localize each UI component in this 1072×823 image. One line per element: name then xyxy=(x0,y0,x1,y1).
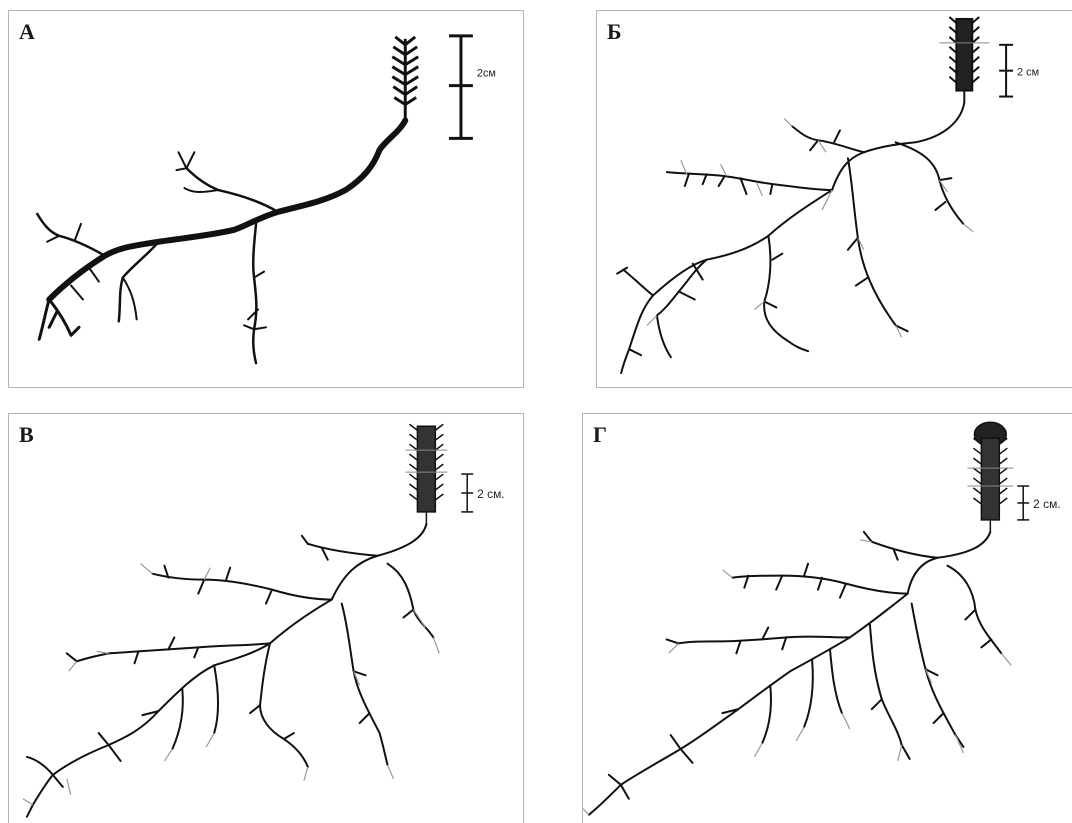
panel-a-label: А xyxy=(19,19,35,45)
panel-c-scale-bar xyxy=(461,474,473,512)
panel-b-scale-label: 2 см xyxy=(1017,67,1039,79)
panel-a-scale-label: 2см xyxy=(477,68,496,80)
panel-c-root-drawing: 2 см. xyxy=(9,414,523,823)
panel-c-fine-roots xyxy=(23,564,439,805)
panel-b-fine-roots xyxy=(647,118,973,337)
panel-a-root-drawing: 2см xyxy=(9,11,523,387)
panel-a-roots xyxy=(37,120,405,363)
panel-b-label: Б xyxy=(607,19,622,45)
panel-d-scale-label: 2 см. xyxy=(1033,497,1060,511)
panel-c-label: В xyxy=(19,422,34,448)
panel-d: Г 2 см. xyxy=(582,413,1072,823)
panel-d-scale-bar xyxy=(1017,486,1029,520)
panel-a: А 2см xyxy=(8,10,524,388)
panel-b-scale-bar xyxy=(999,45,1013,97)
panel-d-root-drawing: 2 см. xyxy=(583,414,1072,823)
panel-d-fine-roots xyxy=(583,540,1011,815)
panel-a-shoot xyxy=(392,37,418,123)
panel-b-shoot xyxy=(939,17,989,103)
panel-d-label: Г xyxy=(593,422,607,448)
panel-c-scale-label: 2 см. xyxy=(477,487,504,501)
panel-c-roots xyxy=(27,524,433,817)
panel-d-roots xyxy=(589,532,1001,815)
panel-b-root-drawing: 2 см xyxy=(597,11,1072,387)
panel-c: В 2 см. xyxy=(8,413,524,823)
panel-c-shoot xyxy=(405,424,447,524)
panel-b-roots xyxy=(617,103,964,374)
panel-d-shoot xyxy=(967,422,1013,532)
panel-b: Б 2 см xyxy=(596,10,1072,388)
panel-a-scale-bar xyxy=(449,36,473,138)
